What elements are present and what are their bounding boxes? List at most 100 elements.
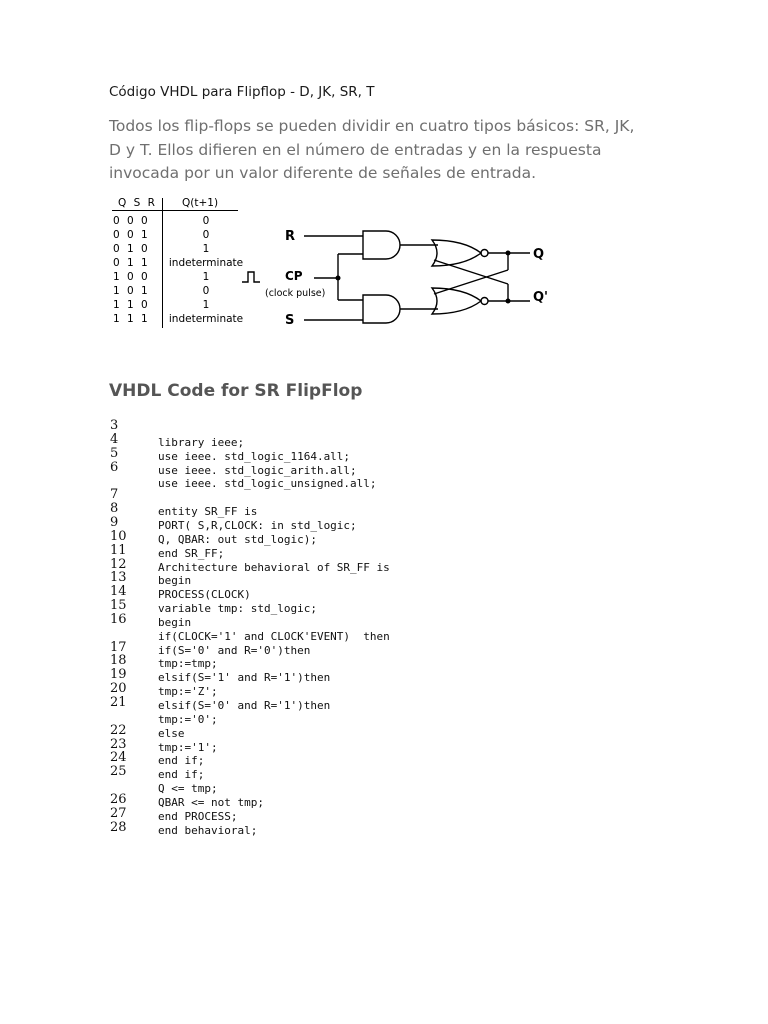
line-number: 17 (110, 639, 127, 655)
code-text: Architecture behavioral of SR_FF is (158, 560, 390, 574)
label-qbar: Q' (533, 290, 548, 305)
truth-header-output: Q(t+1) (182, 197, 219, 209)
truth-output-cell: indeterminate (168, 257, 244, 269)
truth-input-cell: 1 0 0 (113, 271, 150, 283)
truth-table: Q S R Q(t+1) 0 0 0 0 0 0 1 0 0 1 0 1 0 1 1 inde… (108, 188, 248, 333)
truth-output-cell: 1 (202, 299, 210, 311)
truth-table-row: 0 1 1 indeterminate (108, 257, 248, 271)
line-number: 14 (110, 584, 127, 600)
code-text: PROCESS(CLOCK) (158, 588, 251, 602)
code-text: QBAR <= not tmp; (158, 795, 264, 809)
line-number: 27 (110, 805, 127, 821)
label-s: S (285, 313, 294, 328)
code-text: Q <= tmp; (158, 782, 218, 796)
code-text: end if; (158, 768, 205, 782)
line-number: 6 (110, 459, 119, 475)
truth-output-cell: 0 (202, 285, 210, 297)
truth-table-divider (162, 198, 163, 328)
and-gate-upper-icon (362, 230, 401, 260)
line-number: 3 (110, 418, 119, 433)
line-number: 28 (110, 819, 127, 835)
truth-table-row: 0 0 1 0 (108, 229, 248, 243)
line-number: 16 (110, 611, 127, 627)
code-text: use ieee. std_logic_arith.all; (158, 463, 357, 477)
code-text: begin (158, 574, 192, 588)
truth-table-row: 1 1 0 1 (108, 299, 248, 313)
line-number: 5 (110, 445, 119, 461)
line-number: 24 (110, 750, 127, 766)
code-text: if(S='0' and R='0')then (158, 643, 311, 657)
line-number: 21 (110, 695, 127, 710)
sr-flipflop-figure: Q S R Q(t+1) 0 0 0 0 0 0 1 0 0 1 0 1 0 1 1 inde… (108, 188, 553, 333)
line-number: 18 (110, 653, 127, 669)
nor-gate-upper-icon (430, 239, 483, 267)
truth-output-cell: 1 (202, 271, 210, 283)
truth-table-row: 1 1 1 indeterminate (108, 313, 248, 327)
code-text: tmp:=tmp; (158, 657, 218, 671)
code-text: end if; (158, 754, 205, 768)
intro-line: Todos los flip-flops se pueden dividir e… (109, 117, 635, 135)
clock-pulse-icon (242, 271, 260, 283)
truth-input-cell: 0 0 1 (113, 229, 150, 241)
code-text: use ieee. std_logic_unsigned.all; (158, 477, 377, 491)
junction-q (505, 250, 511, 256)
line-number: 7 (110, 487, 119, 503)
truth-table-row: 1 0 1 0 (108, 285, 248, 299)
truth-table-rule (112, 210, 238, 211)
code-text: elsif(S='1' and R='1')then (158, 671, 331, 685)
junction-cp (335, 275, 341, 281)
intro-line: D y T. Ellos difieren en el número de en… (109, 140, 602, 159)
label-r: R (285, 229, 295, 244)
truth-table-row: 1 0 0 1 (108, 271, 248, 285)
and-gate-lower-icon (362, 294, 401, 324)
code-text: end behavioral; (158, 823, 258, 837)
label-clock-pulse: (clock pulse) (265, 288, 325, 299)
line-number: 23 (110, 736, 127, 752)
truth-output-cell: indeterminate (168, 313, 244, 325)
code-text: if(CLOCK='1' and CLOCK'EVENT) then (158, 629, 390, 643)
vhdl-code-heading: VHDL Code for SR FlipFlop (109, 381, 363, 401)
truth-input-cell: 1 1 1 (113, 313, 150, 325)
line-number: 19 (110, 667, 127, 683)
label-q: Q (533, 247, 544, 262)
truth-table-row: 0 1 0 1 (108, 243, 248, 257)
intro-paragraph: Todos los flip-flops se pueden dividir e… (109, 115, 669, 186)
code-text: tmp:='0'; (158, 712, 218, 726)
code-text: variable tmp: std_logic; (158, 602, 317, 616)
truth-table-row: 0 0 0 0 (108, 215, 248, 229)
truth-input-cell: 0 1 0 (113, 243, 150, 255)
code-text: tmp:='1'; (158, 740, 218, 754)
code-text: Q, QBAR: out std_logic); (158, 532, 317, 546)
line-number: 4 (110, 431, 119, 447)
junction-qbar (505, 298, 511, 304)
truth-header-inputs: Q S R (118, 197, 157, 209)
line-number: 12 (110, 556, 127, 572)
line-number: 20 (110, 681, 127, 697)
intro-line: invocada por un valor diferente de señal… (109, 164, 537, 182)
truth-input-cell: 1 1 0 (113, 299, 150, 311)
code-text: entity SR_FF is (158, 505, 258, 519)
code-text: end PROCESS; (158, 809, 238, 823)
code-text: else (158, 726, 185, 740)
sr-flipflop-circuit: R CP (clock pulse) S Q Q' (242, 229, 548, 328)
code-text: use ieee. std_logic_1164.all; (158, 449, 351, 463)
code-text: begin (158, 615, 192, 629)
code-text: elsif(S='0' and R='1')then (158, 699, 331, 712)
truth-input-cell: 0 1 1 (113, 257, 150, 269)
line-number: 11 (110, 542, 127, 558)
truth-output-cell: 1 (202, 243, 210, 255)
line-number: 25 (110, 764, 127, 780)
line-number: 15 (110, 598, 127, 614)
line-number: 22 (110, 722, 127, 738)
truth-input-cell: 0 0 0 (113, 215, 150, 227)
line-number: 8 (110, 501, 119, 517)
code-text: PORT( S,R,CLOCK: in std_logic; (158, 518, 357, 532)
document-title: Código VHDL para Flipflop - D, JK, SR, T (109, 84, 375, 100)
truth-output-cell: 0 (202, 215, 210, 227)
nor-gate-lower-icon (430, 287, 483, 315)
line-number: 10 (110, 528, 127, 544)
truth-output-cell: 0 (202, 229, 210, 241)
line-number: 13 (110, 570, 127, 586)
code-text: tmp:='Z'; (158, 685, 218, 699)
truth-input-cell: 1 0 1 (113, 285, 150, 297)
